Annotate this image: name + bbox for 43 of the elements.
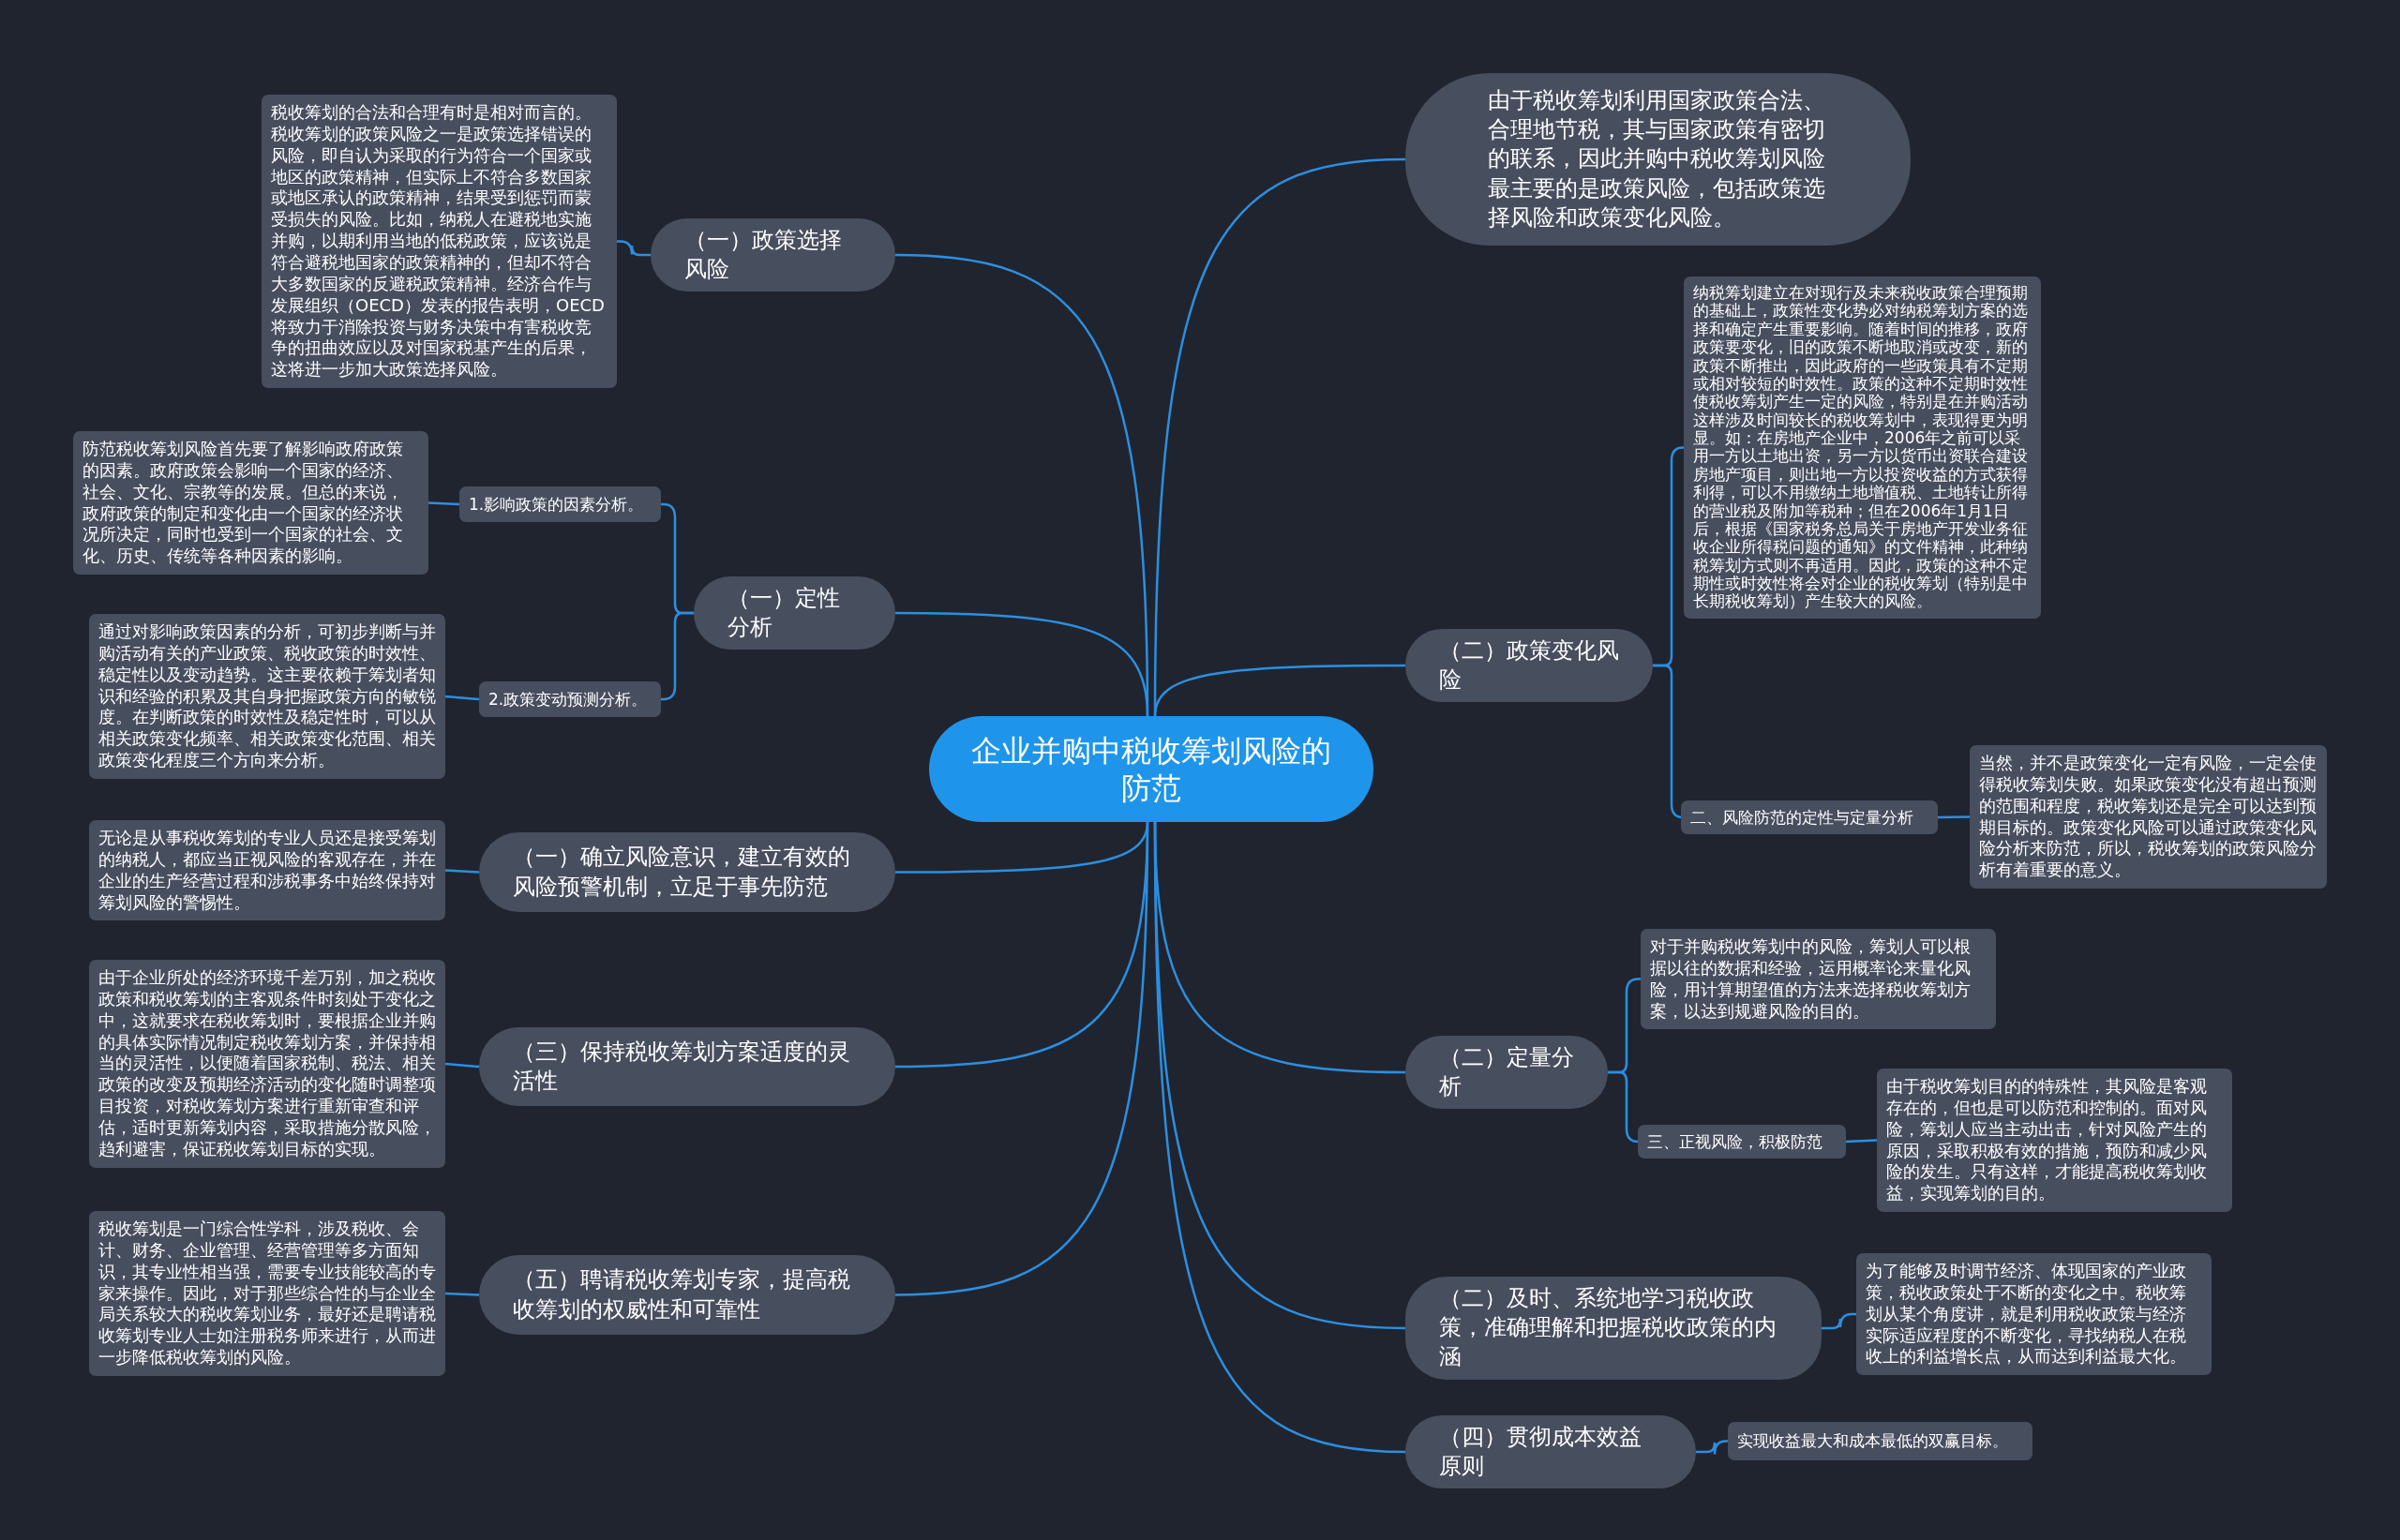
- note-box: 当然，并不是政策变化一定有风险，一定会使得税收筹划失败。如果政策变化没有超出预测的范围和程度，税收筹划还是完全可以达到预期目标的。政策变化风险可以通过政策变化风险分析来防范，所以，税收筹划的政策风险分析有着重要的意义。: [1970, 745, 2327, 890]
- connector-line: [1153, 664, 1405, 717]
- topic-pill: （二）及时、系统地学习税收政策，准确理解和把握税收政策的内涵: [1405, 1277, 1822, 1380]
- topic-pill: 由于税收筹划利用国家政策合法、合理地节税，其与国家政策有密切的联系，因此并购中税收筹划风险最主要的是政策风险，包括政策选择风险和政策变化风险。: [1405, 73, 1911, 246]
- note-box: 纳税筹划建立在对现行及未来税收政策合理预期的基础上，政策性变化势必对纳税筹划方案的选择和确定产生重要影响。随着时间的推移，政府政策要变化，旧的政策不断地取消或改变，新的政策不断推出，因此政府的一些政策具有不定期或相对较短的时效性。政策的这种不定期时效性使税收筹划产生一定的风险，特别是在并购活动这样涉及时间较长的税收筹划中，表现得更为明显。如：在房地产企业中，2006年之前可以采用一方以土地出资，另一方以货币出资联合建设房地产项目，则出地一方以投资收益的方式获得利得，可以不用缴纳土地增值税、土地转让所得的营业税及附加等税种；但在2006年1月1日后，根据《国家税务总局关于房地产开发业务征收企业所得税问题的通知》的文件精神，此种纳税筹划方式则不再适用。因此，政策的这种不定期性或时效性将会对企业的税收筹划（特别是中长期税收筹划）产生较大的风险。: [1684, 277, 2041, 619]
- connector-line: [444, 695, 480, 701]
- connector-line: [1845, 1139, 1878, 1144]
- connector-line: [444, 869, 480, 874]
- note-box: 为了能够及时调节经济、体现国家的产业政策，税收政策处于不断的变化之中。税收筹划从某个角度讲，就是利用税收政策与经济实际适应程度的不断变化，寻找纳税人在税收上的利益增长点，从而达到利益最大化。: [1856, 1253, 2212, 1376]
- subtopic-box: 三、正视风险，积极防范: [1638, 1125, 1846, 1159]
- topic-pill: （二）政策变化风险: [1405, 629, 1653, 703]
- connector-line: [1696, 1440, 1729, 1456]
- connector-line: [444, 1062, 480, 1069]
- connector-line: [1938, 815, 1970, 819]
- note-box: 由于企业所处的经济环境千差万别，加之税收政策和税收筹划的主客观条件时刻处于变化之中，这就要求在税收筹划时，要根据企业并购的具体实际情况制定税收筹划方案，并保持相当的灵活性，以便随着国家税制、税法、相关政策的改变及预期经济活动的变化随时调整项目投资，对税收筹划方案进行重新审查和评估，适时更新筹划内容，采取措施分散风险，趋利避害，保证税收筹划目标的实现。: [89, 960, 445, 1168]
- note-box: 防范税收筹划风险首先要了解影响政府政策的因素。政府政策会影响一个国家的经济、社会、文化、宗教等的发展。但总的来说，政府政策的制定和变化由一个国家的经济状况所决定，同时也受到一个国家的社会、文化、历史、传统等各种因素的影响。: [73, 431, 428, 576]
- connector-line: [895, 611, 1149, 717]
- note-box: 税收筹划的合法和合理有时是相对而言的。税收筹划的政策风险之一是政策选择错误的风险，即自认为采取的行为符合一个国家或地区的政策精神，但实际上不符合多数国家或地区承认的政策精神，结果受到惩罚而蒙受损失的风险。比如，纳税人在避税地实施并购，以期利用当地的低税政策，应该说是符合避税地国家的政策精神的，但却不符合大多数国家的反避税政策精神。经济合作与发展组织（OECD）发表的报告表明，OECD将致力于消除投资与财务决策中有害税收竞争的扭曲效应以及对国家税基产生的后果，这将进一步加大政策选择风险。: [262, 95, 617, 389]
- connector-line: [894, 822, 1149, 1296]
- subtopic-box: 二、风险防范的定性与定量分析: [1681, 800, 1938, 834]
- topic-pill: （二）定量分析: [1405, 1036, 1608, 1110]
- connector-line: [1153, 822, 1406, 1454]
- central-topic-pill: 企业并购中税收筹划风险的防范: [929, 716, 1373, 822]
- topic-pill: （一）定性分析: [694, 576, 895, 650]
- note-box: 由于税收筹划目的的特殊性，其风险是客观存在的，但也是可以防范和控制的。面对风险，筹划人应当主动出击，针对风险产生的原因，采取积极有效的措施，预防和减少风险的发生。只有这样，才能提高税收筹划收益，实现筹划的目的。: [1877, 1069, 2232, 1213]
- connector-line: [428, 501, 460, 506]
- note-box: 税收筹划是一门综合性学科，涉及税收、会计、财务、企业管理、经营管理等多方面知识，其专业性相当强，需要专业技能较高的专家来操作。因此，对于那些综合性的与企业全局关系较大的税收筹划业务，最好还是聘请税收筹划专业人士如注册税务师来进行，从而进一步降低税收筹划的风险。: [89, 1211, 445, 1376]
- subtopic-box: 实现收益最大和成本最低的双赢目标。: [1728, 1422, 2032, 1460]
- note-box: 通过对影响政策因素的分析，可初步判断与并购活动有关的产业政策、税收政策的时效性、稳定性以及变动趋势。这主要依赖于筹划者知识和经验的积累及其自身把握政策方向的敏锐度。在判断政策的时效性及稳定性时，可以从相关政策变化频率、相关政策变化范围、相关政策变化程度三个方向来分析。: [89, 614, 445, 779]
- subtopic-box: 2.政策变动预测分析。: [479, 681, 661, 717]
- connector-line: [1608, 1070, 1640, 1144]
- connector-line: [1822, 1312, 1856, 1330]
- topic-pill: （一）政策选择风险: [651, 218, 895, 292]
- topic-pill: （四）贯彻成本效益原则: [1405, 1415, 1696, 1489]
- note-box: 对于并购税收筹划中的风险，筹划人可以根据以往的数据和经验，运用概率论来量化风险，用计算期望值的方法来选择税收筹划方案，以达到规避风险的目的。: [1641, 929, 1996, 1030]
- topic-pill: （五）聘请税收筹划专家，提高税收筹划的权威性和可靠性: [479, 1255, 895, 1335]
- connector-line: [661, 611, 694, 701]
- connector-line: [617, 240, 651, 257]
- subtopic-box: 1.影响政策的因素分析。: [459, 486, 661, 522]
- note-box: 无论是从事税收筹划的专业人员还是接受筹划的纳税人，都应当正视风险的客观存在，并在企业的生产经营过程和涉税事务中始终保持对筹划风险的警惕性。: [89, 820, 445, 921]
- topic-pill: （三）保持税收筹划方案适度的灵活性: [479, 1027, 895, 1106]
- topic-pill: （一）确立风险意识，建立有效的风险预警机制，立足于事先防范: [479, 832, 895, 912]
- connector-line: [444, 1292, 480, 1296]
